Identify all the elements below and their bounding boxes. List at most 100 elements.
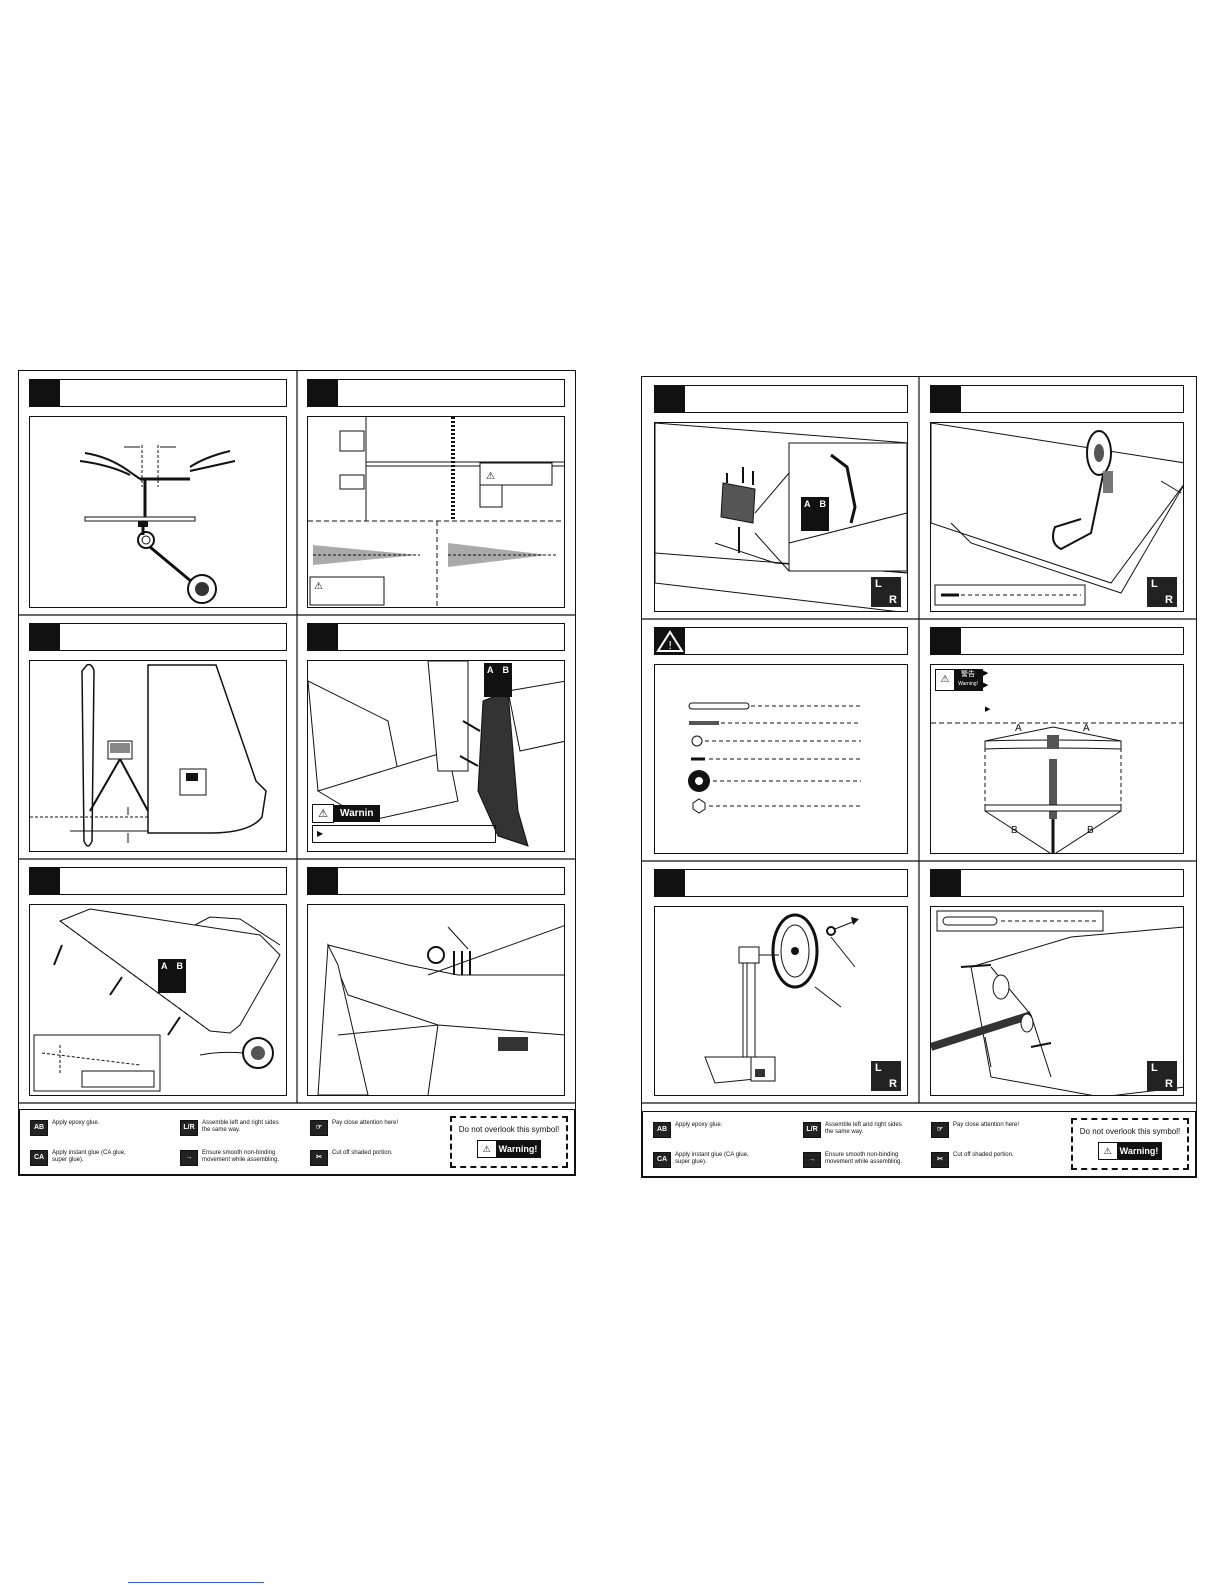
pliers-gear-illustration: [79, 445, 236, 604]
step-hinge-alignment: ⚠ ⚠: [307, 379, 565, 608]
warning-en-label: Warning!: [958, 681, 978, 687]
epoxy-glue-icon: AB: [30, 1120, 48, 1136]
step-header: !: [654, 627, 908, 655]
step-illustration-panel: [29, 416, 287, 608]
dont-overlook-text: Do not overlook this symbol!: [458, 1125, 560, 1134]
step-parts-list: !: [654, 627, 908, 854]
legend-cutoff-text: Cut off shaded portion.: [953, 1152, 1014, 1158]
pointing-hand-icon: ☞: [931, 1122, 949, 1138]
legend-attention: ☞ Pay close attention here!: [931, 1122, 1033, 1138]
legend-smooth: → Ensure smooth non-binding movement whi…: [803, 1152, 905, 1168]
legend-lr-text: Assemble left and right sides the same w…: [202, 1120, 279, 1133]
step-header: [29, 867, 287, 895]
svg-text:▶: ▶: [983, 669, 989, 677]
left-right-icon: L/R: [180, 1120, 198, 1136]
warning-label: Warnin: [334, 805, 380, 822]
symbol-legend: AB Apply epoxy glue. CA Apply instant gl…: [642, 1111, 1196, 1177]
warning-header-box: !: [655, 628, 685, 654]
wheel-illustration: [704, 913, 859, 1084]
smooth-movement-icon: →: [803, 1152, 821, 1168]
warning-badge-label: Warning!: [1116, 1143, 1162, 1159]
warning-triangle-icon: ⚠: [940, 674, 950, 685]
dont-overlook-box: Do not overlook this symbol! ⚠ Warning!: [1071, 1118, 1189, 1170]
step-landing-gear-bend: [29, 379, 287, 608]
warning-cn-label: 警告: [961, 671, 975, 678]
step-number-box: [308, 624, 338, 650]
legend-lr: L/R Assemble left and right sides the sa…: [180, 1120, 282, 1136]
step-number-box: [931, 386, 961, 412]
fin-illustration: [30, 663, 267, 847]
warning-triangle-icon: ⚠: [312, 804, 334, 823]
warning-badge-label: Warning!: [495, 1141, 541, 1157]
legend-instant: CA Apply instant glue (CA glue, super gl…: [30, 1150, 132, 1166]
step-number-box: [308, 868, 338, 894]
step-header: [29, 379, 287, 407]
warning-badge: ⚠ Warning!: [476, 1140, 542, 1158]
svg-text:⚠: ⚠: [486, 471, 495, 482]
warning-triangle-icon: ⚠: [482, 1143, 491, 1154]
step-number-box: [30, 380, 60, 406]
smooth-movement-icon: →: [180, 1150, 198, 1166]
legend-smooth-text: Ensure smooth non-binding movement while…: [825, 1152, 903, 1165]
step-illustration-panel: [654, 664, 908, 854]
legend-attention-text: Pay close attention here!: [332, 1120, 399, 1126]
svg-text:▶: ▶: [985, 705, 991, 713]
step-fin-alignment: [29, 623, 287, 852]
step-number-box: [655, 870, 685, 896]
step-header: [930, 385, 1184, 413]
left-manual-page: ⚠ ⚠: [18, 370, 576, 1176]
right-page-grid-lines: [642, 377, 1196, 1104]
step-number-box: [931, 870, 961, 896]
scissors-icon: ✂: [310, 1150, 328, 1166]
legend-smooth: → Ensure smooth non-binding movement whi…: [180, 1150, 282, 1166]
legend-cutoff-text: Cut off shaded portion.: [332, 1150, 393, 1156]
step-number-box: [30, 624, 60, 650]
legend-epoxy-text: Apply epoxy glue.: [52, 1120, 100, 1126]
step-number-box: [308, 380, 338, 406]
left-right-icon: L/R: [803, 1122, 821, 1138]
warning-triangle-icon: !: [656, 630, 684, 652]
step-header: [307, 623, 565, 651]
scissors-icon: ✂: [931, 1152, 949, 1168]
epoxy-glue-icon: AB: [653, 1122, 671, 1138]
symbol-legend: AB Apply epoxy glue. CA Apply instant gl…: [19, 1109, 575, 1175]
step-illustration-panel: ⚠ 警告 Warning! ▶ ▶ ▶: [930, 664, 1184, 854]
footer-link-underline[interactable]: [128, 1582, 264, 1583]
legend-smooth-text: Ensure smooth non-binding movement while…: [202, 1150, 280, 1163]
svg-text:⚠: ⚠: [314, 581, 323, 592]
legend-epoxy-text: Apply epoxy glue.: [675, 1122, 723, 1128]
control-horn-illustration: [655, 423, 907, 611]
warning-callout: ⚠ Warnin: [312, 804, 380, 823]
legend-epoxy: AB Apply epoxy glue.: [653, 1122, 755, 1138]
step-illustration-panel: [307, 904, 565, 1096]
step-illustration-panel: ⚠ ⚠: [307, 416, 565, 608]
svg-text:▶: ▶: [983, 681, 989, 689]
step-header: [930, 627, 1184, 655]
step-header: [29, 623, 287, 651]
legend-attention: ☞ Pay close attention here!: [310, 1120, 412, 1136]
step-tail-servo: [307, 867, 565, 1096]
step-number-box: [931, 628, 961, 654]
legend-attention-text: Pay close attention here!: [953, 1122, 1020, 1128]
legend-instant-text: Apply instant glue (CA glue, super glue)…: [52, 1150, 126, 1163]
instant-glue-icon: CA: [653, 1152, 671, 1168]
wing-tube-illustration: [931, 910, 1183, 1095]
alignment-illustration: ▶ ▶ ▶: [931, 669, 1183, 853]
dont-overlook-box: Do not overlook this symbol! ⚠ Warning!: [450, 1116, 568, 1168]
dimension-b-label: B: [1011, 825, 1018, 836]
step-wing-alignment: ⚠ 警告 Warning! ▶ ▶ ▶: [930, 627, 1184, 854]
svg-text:!: !: [668, 639, 672, 652]
dimension-b-prime-label: B: [1087, 825, 1094, 836]
